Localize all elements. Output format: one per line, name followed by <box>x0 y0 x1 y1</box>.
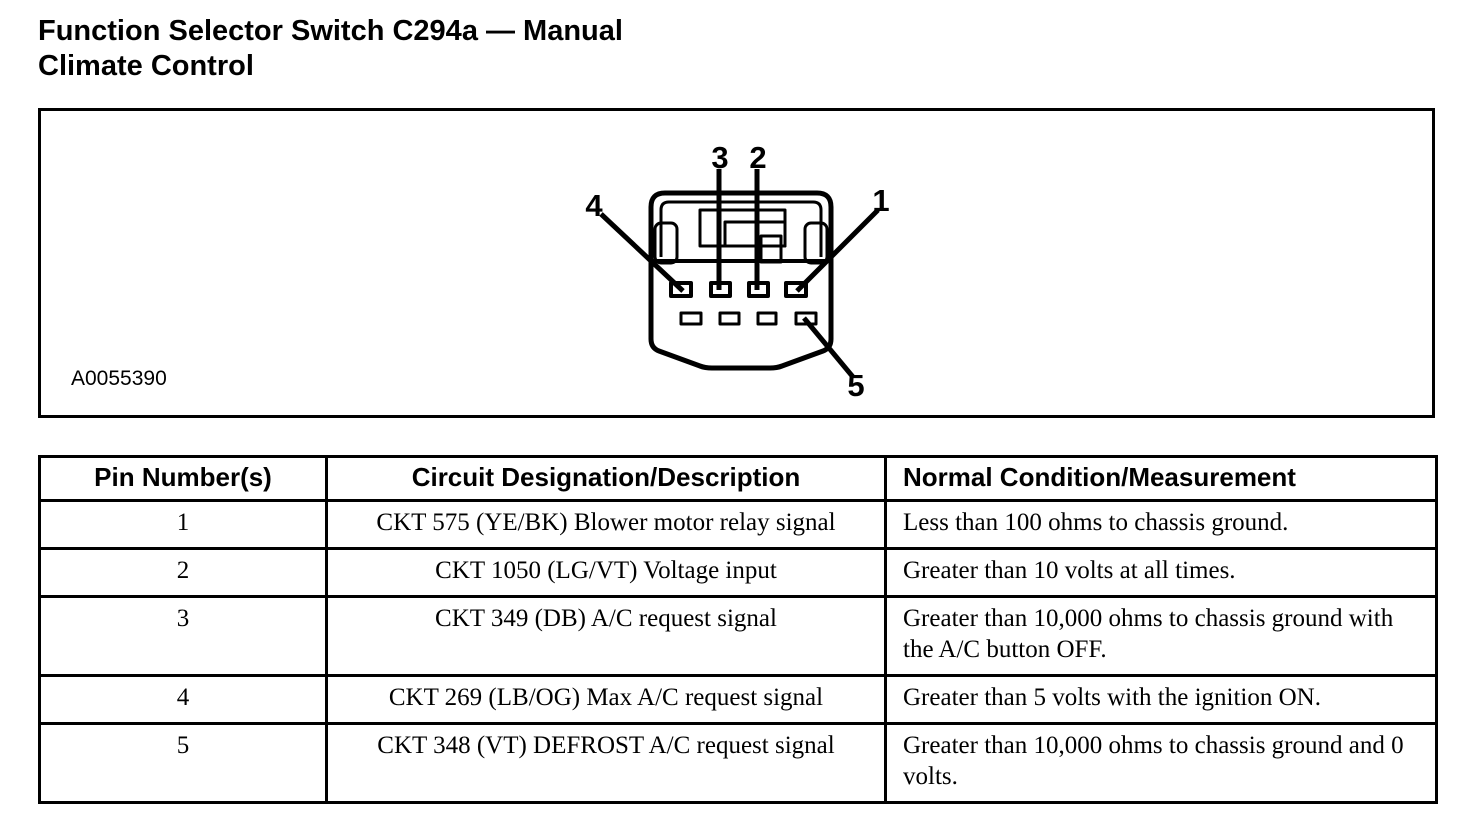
pin-number-labels: 3 2 4 1 5 <box>585 140 889 403</box>
cell-circuit: CKT 348 (VT) DEFROST A/C request signal <box>325 722 887 804</box>
table-row: 2 CKT 1050 (LG/VT) Voltage input Greater… <box>38 547 1438 598</box>
pin-label-2: 2 <box>749 140 766 175</box>
table-row: 1 CKT 575 (YE/BK) Blower motor relay sig… <box>38 499 1438 550</box>
connector-body-outline <box>648 190 834 371</box>
cell-condition: Greater than 10,000 ohms to chassis grou… <box>884 722 1438 804</box>
cell-circuit: CKT 269 (LB/OG) Max A/C request signal <box>325 674 887 725</box>
cell-circuit: CKT 1050 (LG/VT) Voltage input <box>325 547 887 598</box>
cell-condition: Less than 100 ohms to chassis ground. <box>884 499 1438 550</box>
pin-table: Pin Number(s) Circuit Designation/Descri… <box>38 455 1438 804</box>
pin-slot-row-top <box>669 281 808 298</box>
page-title-line-1: Function Selector Switch C294a — Manual <box>38 15 623 47</box>
center-lock-tab <box>759 234 783 264</box>
leader-line-5 <box>802 316 855 379</box>
pin-label-1: 1 <box>872 183 889 218</box>
pin-slot-row-bottom <box>679 311 818 326</box>
page-title: Function Selector Switch C294a — Manual … <box>38 14 623 84</box>
table-header-row: Pin Number(s) Circuit Designation/Descri… <box>38 455 1438 502</box>
table-row: 4 CKT 269 (LB/OG) Max A/C request signal… <box>38 674 1438 725</box>
cell-circuit: CKT 349 (DB) A/C request signal <box>325 595 887 677</box>
table-row: 3 CKT 349 (DB) A/C request signal Greate… <box>38 595 1438 677</box>
left-latch-notch <box>653 221 679 265</box>
figure-image-id: A0055390 <box>71 367 167 390</box>
leader-line-4 <box>599 212 685 293</box>
connector-figure: 3 2 4 1 5 A0055390 <box>38 108 1435 418</box>
page-title-line-2: Climate Control <box>38 50 254 82</box>
pin-label-3: 3 <box>711 140 728 175</box>
leader-lines <box>599 169 880 379</box>
cell-condition: Greater than 10,000 ohms to chassis grou… <box>884 595 1438 677</box>
cell-condition: Greater than 10 volts at all times. <box>884 547 1438 598</box>
cell-pin: 1 <box>38 499 328 550</box>
table-row: 5 CKT 348 (VT) DEFROST A/C request signa… <box>38 722 1438 804</box>
col-header-condition: Normal Condition/Measurement <box>884 455 1438 502</box>
pin-label-4: 4 <box>585 188 603 223</box>
pin-label-5: 5 <box>847 368 864 403</box>
col-header-circuit: Circuit Designation/Description <box>325 455 887 502</box>
col-header-pin-numbers: Pin Number(s) <box>38 455 328 502</box>
right-latch-notch <box>803 221 829 265</box>
cell-circuit: CKT 575 (YE/BK) Blower motor relay signa… <box>325 499 887 550</box>
center-lock-outer <box>698 208 787 248</box>
cell-pin: 5 <box>38 722 328 804</box>
leader-line-1 <box>795 208 880 293</box>
cell-pin: 3 <box>38 595 328 677</box>
cell-pin: 4 <box>38 674 328 725</box>
cell-condition: Greater than 5 volts with the ignition O… <box>884 674 1438 725</box>
connector-diagram: 3 2 4 1 5 <box>585 140 889 403</box>
cell-pin: 2 <box>38 547 328 598</box>
